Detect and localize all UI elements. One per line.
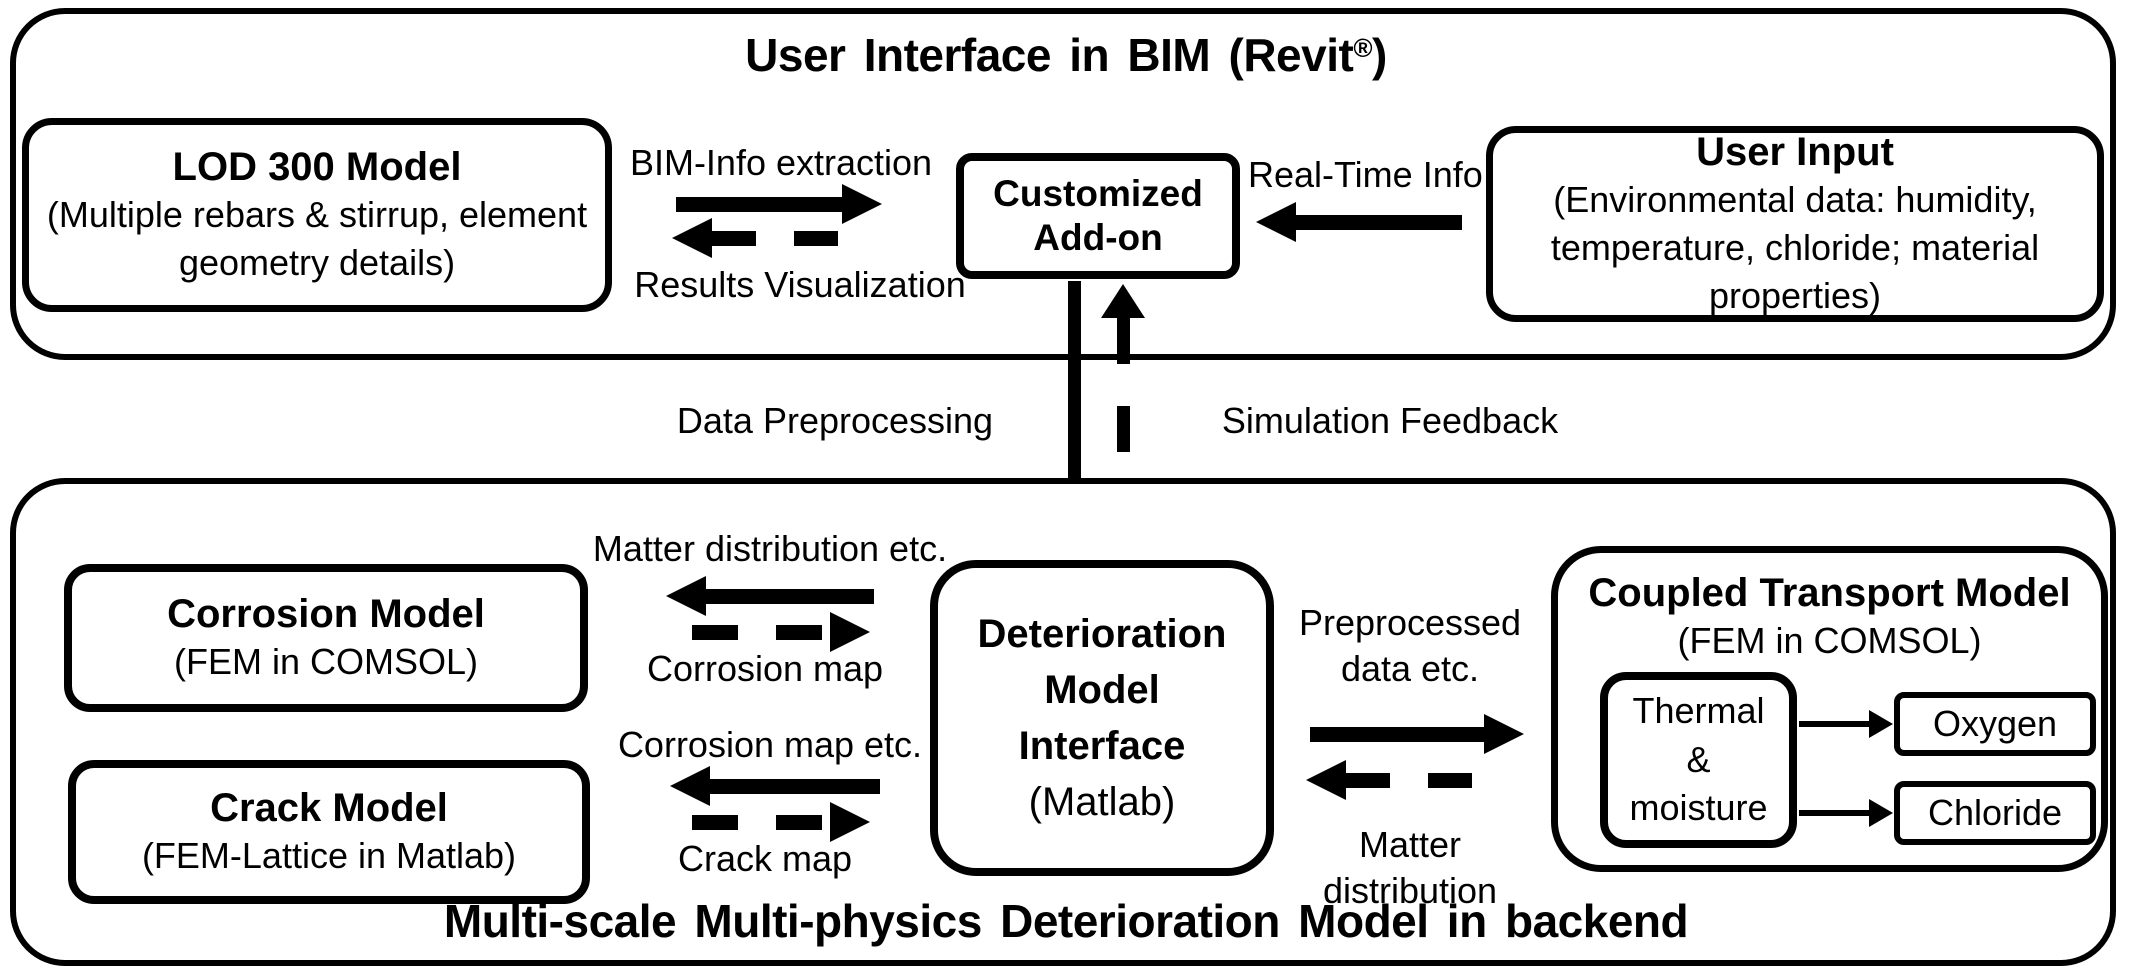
- transport-box-subtitle: (FEM in COMSOL): [1677, 620, 1982, 661]
- transport-box-title: Coupled Transport Model: [1588, 571, 2071, 615]
- crack-map-label: Crack map: [677, 838, 853, 879]
- deterioration-model-interface-box: Deterioration Model Interface (Matlab): [930, 560, 1274, 876]
- arrow-head-right: [842, 184, 882, 224]
- arrow-head-right: [1869, 799, 1893, 827]
- user-input-desc-line3: properties): [1708, 274, 1882, 316]
- arrow-shaft-dashed: [692, 814, 830, 830]
- matter-distribution-etc-label: Matter distribution etc.: [592, 528, 948, 569]
- matter-distribution-label-line1: Matter: [1358, 824, 1462, 865]
- lod-box-desc-line1: (Multiple rebars & stirrup, element: [46, 194, 588, 236]
- arrow-head-right: [830, 612, 870, 652]
- results-visualization-label: Results Visualization: [634, 264, 966, 305]
- arrow-shaft-dashed: [1346, 772, 1492, 788]
- corrosion-map-etc-arrow: [670, 766, 880, 806]
- top-title-close: ): [1372, 29, 1387, 81]
- customized-addon-box: Customized Add-on: [956, 153, 1240, 279]
- arrow-shaft: [706, 588, 874, 604]
- user-input-box: User Input (Environmental data: humidity…: [1486, 126, 2104, 322]
- user-input-desc-line2: temperature, chloride; material: [1550, 227, 2040, 269]
- real-time-info-label: Real-Time Info: [1248, 154, 1483, 195]
- arrow-shaft-dashed: [712, 230, 844, 246]
- interface-title-line1: Deterioration: [977, 612, 1227, 656]
- thermal-line3: moisture: [1629, 787, 1768, 829]
- corrosion-map-etc-label: Corrosion map etc.: [617, 724, 923, 765]
- data-preprocessing-label: Data Preprocessing: [676, 400, 994, 441]
- arrow-head-left: [1256, 202, 1296, 242]
- corrosion-map-arrow: [692, 612, 870, 652]
- corrosion-box-subtitle: (FEM in COMSOL): [173, 641, 478, 683]
- preprocessed-data-label-line2: data etc.: [1340, 648, 1480, 689]
- corrosion-map-label: Corrosion map: [646, 648, 884, 689]
- simulation-feedback-label: Simulation Feedback: [1221, 400, 1559, 441]
- arrow-head-left: [672, 218, 712, 258]
- arrow-head-right: [830, 802, 870, 842]
- arrow-shaft: [710, 778, 880, 794]
- arrow-shaft: [1799, 810, 1869, 816]
- interface-title-line3: Interface: [1018, 724, 1186, 768]
- arrow-head-left: [670, 766, 710, 806]
- addon-title-line2: Add-on: [1033, 217, 1163, 258]
- preprocessed-data-arrow: [1310, 714, 1524, 754]
- arrow-shaft: [1296, 214, 1462, 230]
- arrow-head-left: [666, 576, 706, 616]
- arrow-shaft-vertical: [1067, 281, 1081, 523]
- crack-box-subtitle: (FEM-Lattice in Matlab): [141, 835, 517, 877]
- user-input-title: User Input: [1696, 130, 1894, 175]
- crack-map-arrow: [692, 802, 870, 842]
- chloride-box: Chloride: [1894, 781, 2096, 845]
- lod-300-model-box: LOD 300 Model (Multiple rebars & stirrup…: [22, 118, 612, 312]
- thermal-to-oxygen-arrow: [1799, 710, 1893, 738]
- bottom-section-title: Multi-scale Multi-physics Deterioration …: [443, 895, 1689, 947]
- arrow-head-left: [1306, 760, 1346, 800]
- matter-distribution-label-line2: distribution: [1322, 870, 1498, 911]
- thermal-line2: &: [1686, 738, 1711, 780]
- interface-subtitle: (Matlab): [1028, 780, 1176, 824]
- thermal-line1: Thermal: [1632, 689, 1765, 731]
- arrow-head-up: [1101, 284, 1145, 318]
- arrow-shaft: [676, 196, 842, 212]
- corrosion-model-box: Corrosion Model (FEM in COMSOL): [64, 564, 588, 712]
- corrosion-box-title: Corrosion Model: [167, 592, 485, 637]
- matter-distribution-etc-arrow: [666, 576, 874, 616]
- bim-info-extraction-arrow: [676, 184, 882, 224]
- top-title-text: User Interface in BIM (Revit: [745, 29, 1354, 81]
- lod-box-desc-line2: geometry details): [178, 242, 456, 283]
- oxygen-label: Oxygen: [1932, 703, 2058, 745]
- matter-distribution-return-arrow: [1306, 760, 1492, 800]
- thermal-to-chloride-arrow: [1799, 799, 1893, 827]
- crack-model-box: Crack Model (FEM-Lattice in Matlab): [68, 760, 590, 904]
- arrow-head-right: [1869, 710, 1893, 738]
- real-time-info-arrow: [1256, 202, 1462, 242]
- user-input-desc-line1: (Environmental data: humidity,: [1553, 179, 2037, 221]
- bim-info-extraction-label: BIM-Info extraction: [629, 142, 933, 183]
- chloride-label: Chloride: [1927, 792, 2063, 834]
- crack-box-title: Crack Model: [210, 786, 448, 831]
- top-section-title: User Interface in BIM (Revit®): [0, 28, 2132, 82]
- arrow-head-right: [1484, 714, 1524, 754]
- thermal-moisture-box: Thermal & moisture: [1600, 672, 1797, 848]
- arrow-shaft: [1310, 726, 1484, 742]
- lod-box-title: LOD 300 Model: [172, 145, 462, 190]
- oxygen-box: Oxygen: [1894, 692, 2096, 756]
- interface-title-line2: Model: [1044, 668, 1160, 712]
- addon-title-line1: Customized: [993, 172, 1203, 214]
- registered-trademark-symbol: ®: [1353, 33, 1372, 63]
- arrow-shaft: [1799, 721, 1869, 727]
- arrow-shaft-dashed: [692, 624, 830, 640]
- preprocessed-data-label-line1: Preprocessed: [1298, 602, 1522, 643]
- results-visualization-arrow: [672, 218, 844, 258]
